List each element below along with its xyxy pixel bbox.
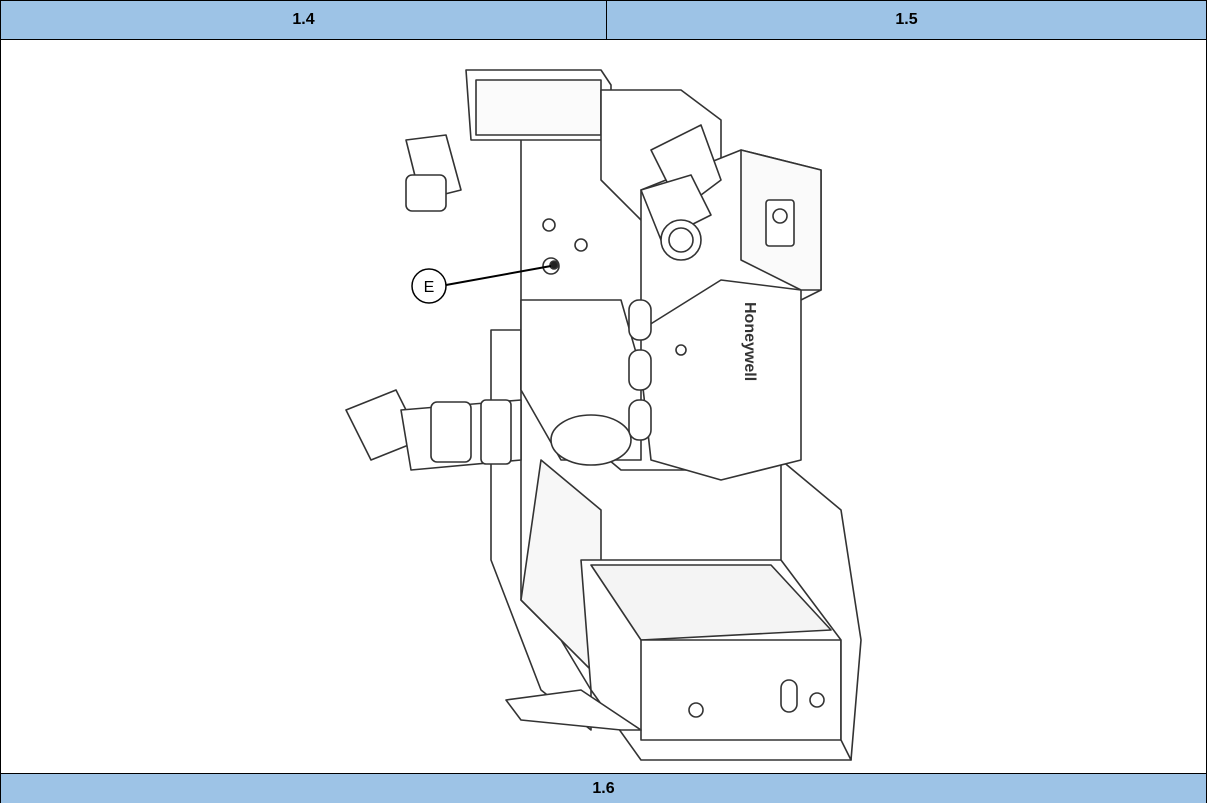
side-knob-1 — [628, 299, 652, 341]
switch-knob — [772, 208, 788, 224]
front-button-left — [688, 702, 704, 718]
table-header-row: 1.4 1.5 — [0, 0, 1207, 40]
callout-leader-line — [445, 265, 552, 286]
tray-foot — [505, 689, 642, 731]
figure-cell: E Honeywell — [0, 40, 1207, 774]
valve-top-box — [475, 79, 602, 136]
body-screw-3 — [675, 344, 687, 356]
tray-side-right — [780, 459, 862, 761]
front-button-right — [809, 692, 825, 708]
side-knob-2 — [628, 349, 652, 391]
lower-fitting — [550, 414, 632, 466]
gas-valve-illustration: E Honeywell — [345, 69, 862, 761]
body-screw-2 — [574, 238, 588, 252]
top-left-nut — [405, 174, 447, 212]
front-selector — [780, 679, 798, 713]
header-cell-right: 1.5 — [607, 1, 1207, 39]
brand-text: Honeywell — [741, 302, 758, 381]
body-screw-1 — [542, 218, 556, 232]
left-nut-2 — [480, 399, 512, 465]
header-cell-left: 1.4 — [0, 1, 607, 39]
tray-front — [640, 639, 842, 741]
callout-label: E — [424, 279, 435, 296]
outlet-ring-inner — [668, 227, 694, 253]
pressure-test-point — [549, 260, 559, 270]
callout-circle — [411, 268, 447, 304]
tray-floor — [590, 564, 832, 641]
left-nut-1 — [430, 401, 472, 463]
side-knob-3 — [628, 399, 652, 441]
table-footer-row: 1.6 — [0, 774, 1207, 803]
